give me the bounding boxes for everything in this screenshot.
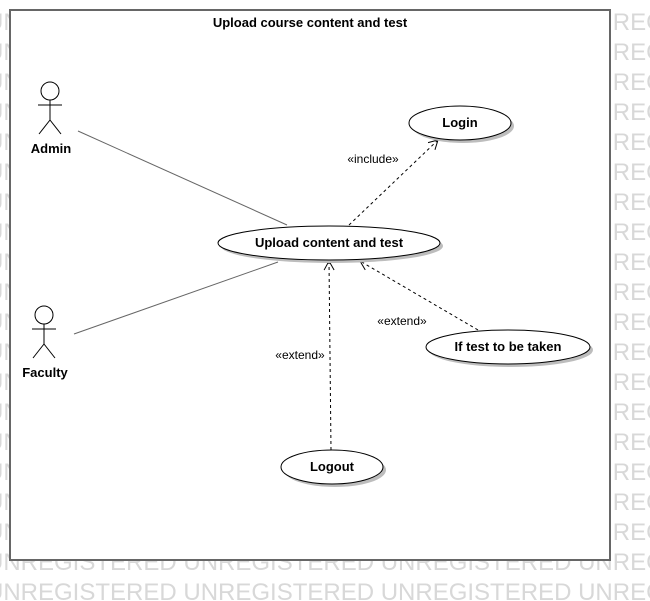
extend-arrow-logout bbox=[323, 259, 335, 451]
system-title: Upload course content and test bbox=[213, 15, 408, 30]
use-case-upload-label: Upload content and test bbox=[255, 235, 404, 250]
actor-admin-head-icon bbox=[40, 81, 60, 101]
association-faculty-upload bbox=[73, 261, 279, 335]
actor-faculty[interactable] bbox=[32, 305, 56, 359]
extend-arrow-test bbox=[359, 260, 479, 331]
use-case-logout-label: Logout bbox=[310, 459, 355, 474]
association-admin-upload bbox=[77, 130, 288, 226]
use-case-logout[interactable]: Logout bbox=[280, 449, 386, 487]
actor-admin-label: Admin bbox=[31, 141, 72, 156]
actor-faculty-label: Faculty bbox=[22, 365, 68, 380]
use-case-upload[interactable]: Upload content and test bbox=[217, 225, 443, 263]
watermark-row: UNREGISTERED UNREGISTERED UNREGISTERED U… bbox=[0, 579, 650, 601]
actor-faculty-head-icon bbox=[34, 305, 54, 325]
extend-label-test: «extend» bbox=[377, 314, 427, 328]
include-arrow bbox=[348, 139, 439, 226]
use-case-login[interactable]: Login bbox=[408, 105, 514, 143]
include-label: «include» bbox=[347, 152, 399, 166]
use-case-test[interactable]: If test to be taken bbox=[425, 329, 593, 367]
use-case-login-label: Login bbox=[442, 115, 477, 130]
actor-admin[interactable] bbox=[38, 81, 62, 135]
extend-label-logout: «extend» bbox=[275, 348, 325, 362]
use-case-test-label: If test to be taken bbox=[455, 339, 562, 354]
